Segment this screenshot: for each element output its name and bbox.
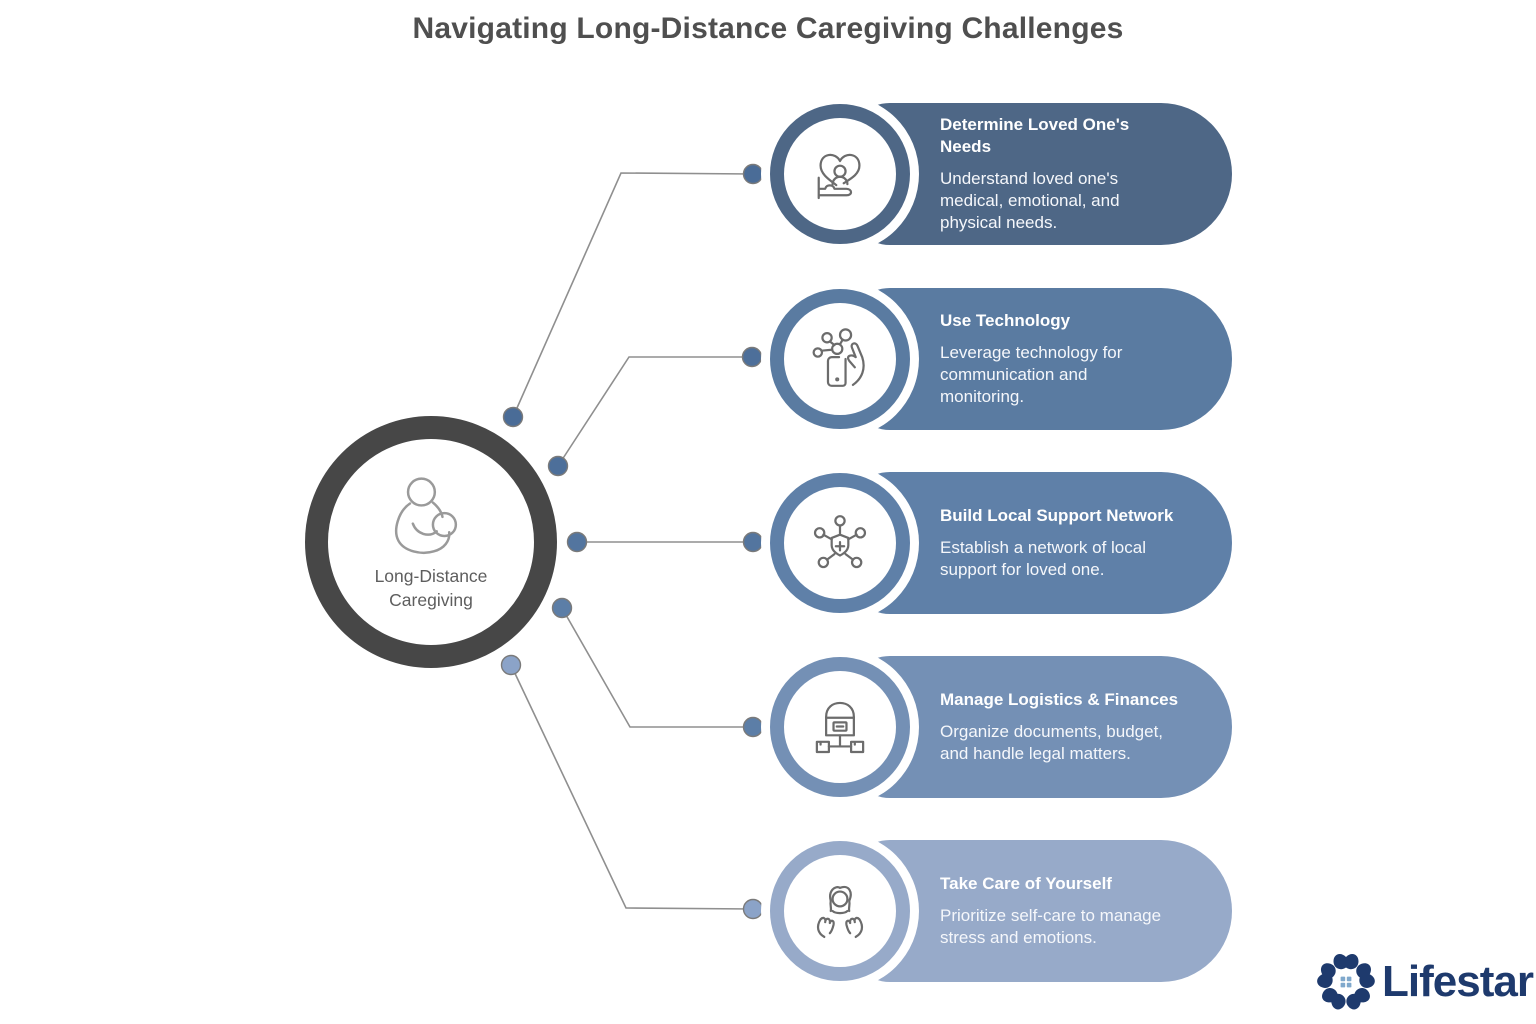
connector-3-start-dot: [566, 531, 588, 553]
card-badge: [770, 841, 910, 981]
support-network-icon: [813, 515, 867, 569]
card-body: Understand loved one's medical, emotiona…: [940, 168, 1120, 232]
connector-4-end-dot: [742, 716, 764, 738]
connector-2-end-dot: [741, 346, 763, 368]
card-pill: Determine Loved One's Needs Understand l…: [848, 103, 1232, 245]
challenge-card-self-care: Take Care of Yourself Prioritize self-ca…: [770, 840, 1232, 982]
connector-5-line: [510, 664, 754, 910]
card-pill: Use Technology Leverage technology for c…: [848, 288, 1232, 430]
card-badge: [770, 657, 910, 797]
card-title: Build Local Support Network: [940, 506, 1174, 526]
card-title: Take Care of Yourself: [940, 874, 1112, 894]
connector-1-line: [512, 172, 754, 418]
center-label: Long-Distance Caregiving: [374, 566, 488, 610]
card-body: Establish a network of local support for…: [940, 537, 1146, 579]
card-badge: [770, 104, 910, 244]
card-badge: [770, 289, 910, 429]
connector-2-line: [557, 356, 752, 467]
card-pill: Take Care of Yourself Prioritize self-ca…: [848, 840, 1232, 982]
logo-text: Lifestar: [1382, 957, 1534, 1006]
logistics-finances-icon: [815, 701, 865, 754]
caregiver-holding-baby-icon: [394, 477, 458, 555]
lifestar-star-house-icon: [1317, 954, 1375, 1010]
challenge-card-logistics-finances: Manage Logistics & Finances Organize doc…: [770, 656, 1232, 798]
card-body: Organize documents, budget, and handle l…: [940, 721, 1164, 763]
connector-1-end-dot: [742, 163, 764, 185]
connector-2-start-dot: [547, 455, 569, 477]
card-body: Leverage technology for communication an…: [940, 342, 1123, 406]
self-care-icon: [816, 885, 864, 939]
card-title: Determine Loved One's Needs: [940, 115, 1130, 156]
lifestar-logo: Lifestar: [1314, 950, 1534, 1014]
card-title: Use Technology: [940, 310, 1071, 330]
connector-5-start-dot: [500, 654, 522, 676]
challenge-card-support-network: Build Local Support Network Establish a …: [770, 472, 1232, 614]
connector-4-line: [561, 607, 753, 728]
connector-3-end-dot: [742, 531, 764, 553]
heart-care-icon: [817, 153, 861, 200]
page-title: Navigating Long-Distance Caregiving Chal…: [412, 12, 1124, 45]
challenge-card-determine-needs: Determine Loved One's Needs Understand l…: [770, 103, 1232, 245]
card-badge: [770, 473, 910, 613]
connector-1-start-dot: [502, 406, 524, 428]
card-body: Prioritize self-care to manage stress an…: [940, 905, 1162, 947]
card-title: Manage Logistics & Finances: [940, 690, 1179, 710]
challenge-card-use-technology: Use Technology Leverage technology for c…: [770, 288, 1232, 430]
card-pill: Manage Logistics & Finances Organize doc…: [848, 656, 1232, 798]
connector-4-start-dot: [551, 597, 573, 619]
connector-5-end-dot: [742, 898, 764, 920]
center-node: Long-Distance Caregiving: [305, 416, 557, 668]
technology-icon: [812, 328, 865, 387]
card-pill: Build Local Support Network Establish a …: [848, 472, 1232, 614]
